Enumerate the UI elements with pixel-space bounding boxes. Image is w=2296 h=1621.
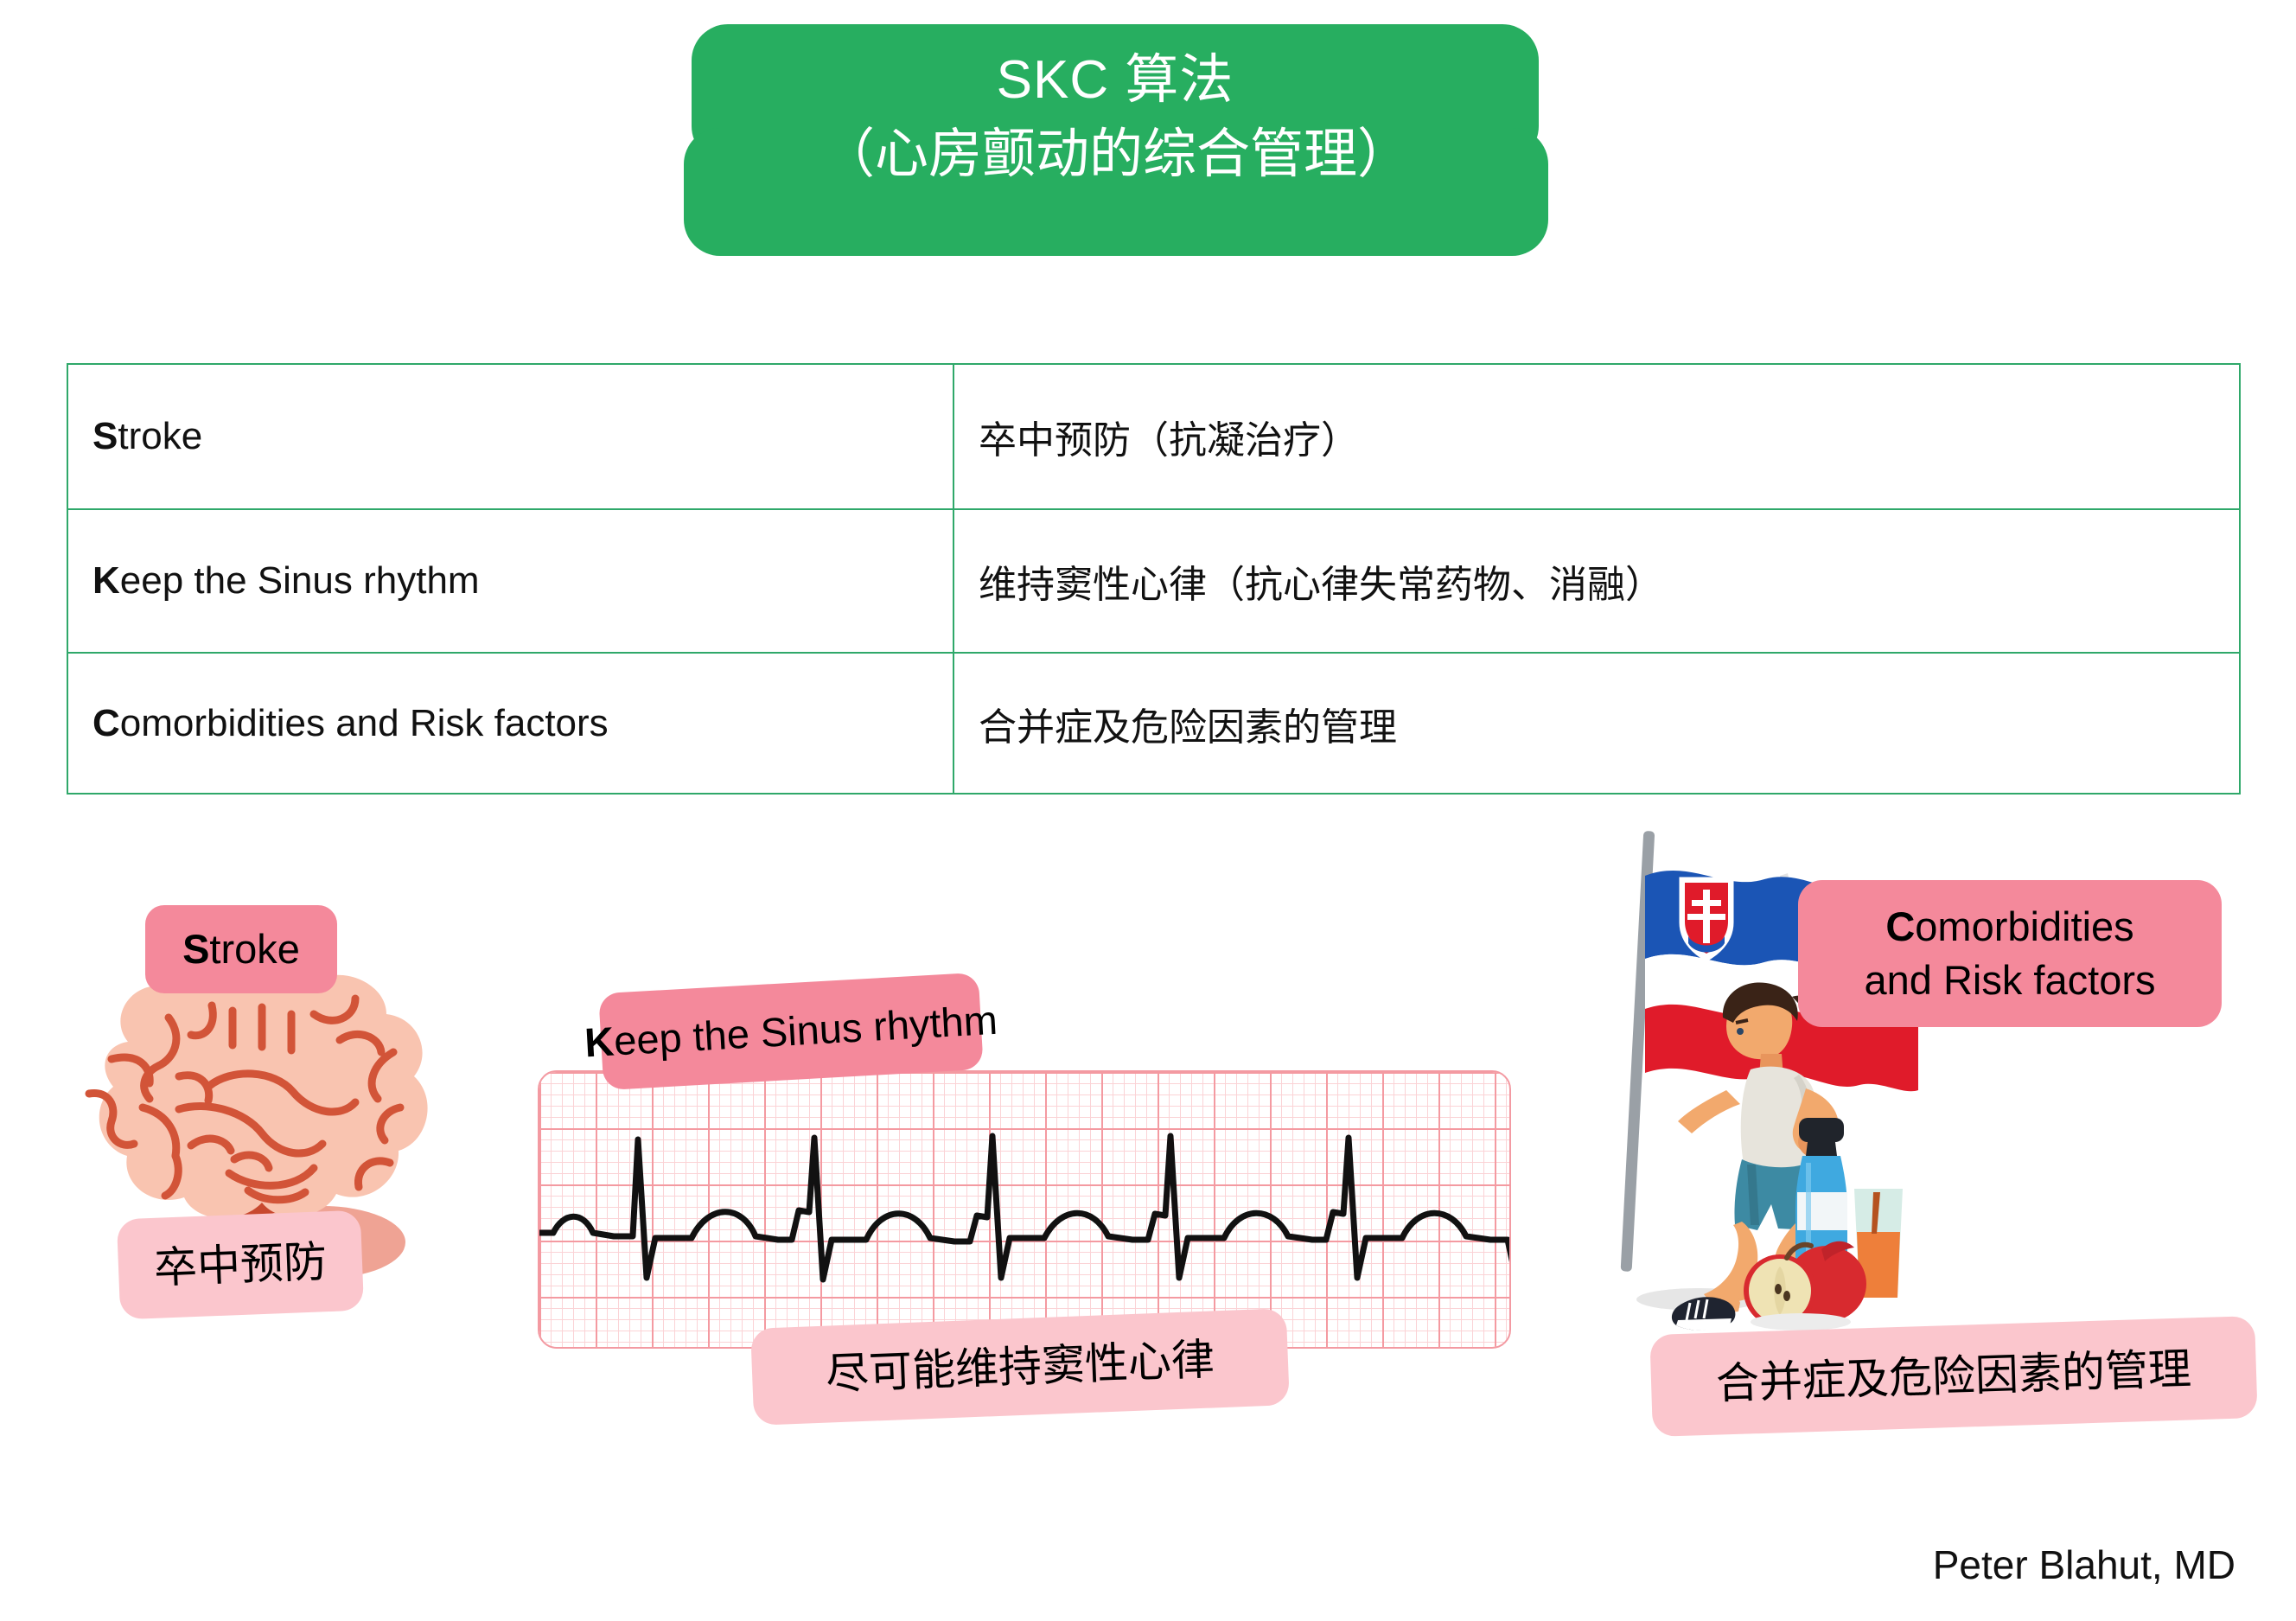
comorbidities-badge: Comorbidities and Risk factors [1798,880,2222,1027]
table-row: Comorbidities and Risk factors 合并症及危险因素的… [67,652,2241,795]
table-cell-meaning: 维持窦性心律（抗心律失常药物、消融） [953,508,2241,654]
table-cell-meaning: 合并症及危险因素的管理 [953,652,2241,795]
table-cell-term: Comorbidities and Risk factors [67,652,954,795]
table-row: Keep the Sinus rhythm 维持窦性心律（抗心律失常药物、消融） [67,508,2241,654]
stroke-badge-rest: troke [209,925,300,972]
term-rest: troke [118,415,203,457]
stroke-badge-initial: S [182,925,210,972]
sinus-badge-rest: eep the Sinus rhythm [612,996,999,1064]
table-row: Stroke 卒中预防（抗凝治疗） [67,363,2241,510]
title-banner-bottom-shape [684,128,1548,256]
title-line-2: （心房颤动的综合管理） [820,124,1411,184]
stroke-caption: 卒中预防 [116,1209,365,1320]
term-initial: C [92,701,120,744]
skc-table: Stroke 卒中预防（抗凝治疗） Keep the Sinus rhythm … [67,363,2241,795]
sinus-caption: 尽可能维持窦性心律 [750,1308,1290,1426]
comorbidities-badge-text: Comorbidities and Risk factors [1865,900,2156,1007]
table-cell-term: Stroke [67,363,954,510]
table-cell-meaning: 卒中预防（抗凝治疗） [953,363,2241,510]
table-cell-term: Keep the Sinus rhythm [67,508,954,654]
term-initial: S [92,415,118,457]
sinus-badge-initial: K [583,1018,615,1065]
comorbidities-badge-initial: C [1885,903,1916,949]
comorbidities-caption: 合并症及危险因素的管理 [1649,1316,2258,1437]
comorbidities-badge-line2: and Risk factors [1864,957,2156,1003]
title-banner: SKC 算法 （心房颤动的综合管理） [684,24,1548,256]
ecg-strip [538,1070,1511,1349]
comorbidities-badge-line1: omorbidities [1915,903,2134,949]
author-signature: Peter Blahut, MD [1932,1542,2235,1587]
ecg-grid-major [539,1072,1509,1347]
title-line-1: SKC 算法 [996,50,1234,110]
term-rest: eep the Sinus rhythm [119,559,480,602]
ecg-waveform [539,1133,1509,1283]
term-rest: omorbidities and Risk factors [119,701,609,744]
term-initial: K [92,559,120,602]
